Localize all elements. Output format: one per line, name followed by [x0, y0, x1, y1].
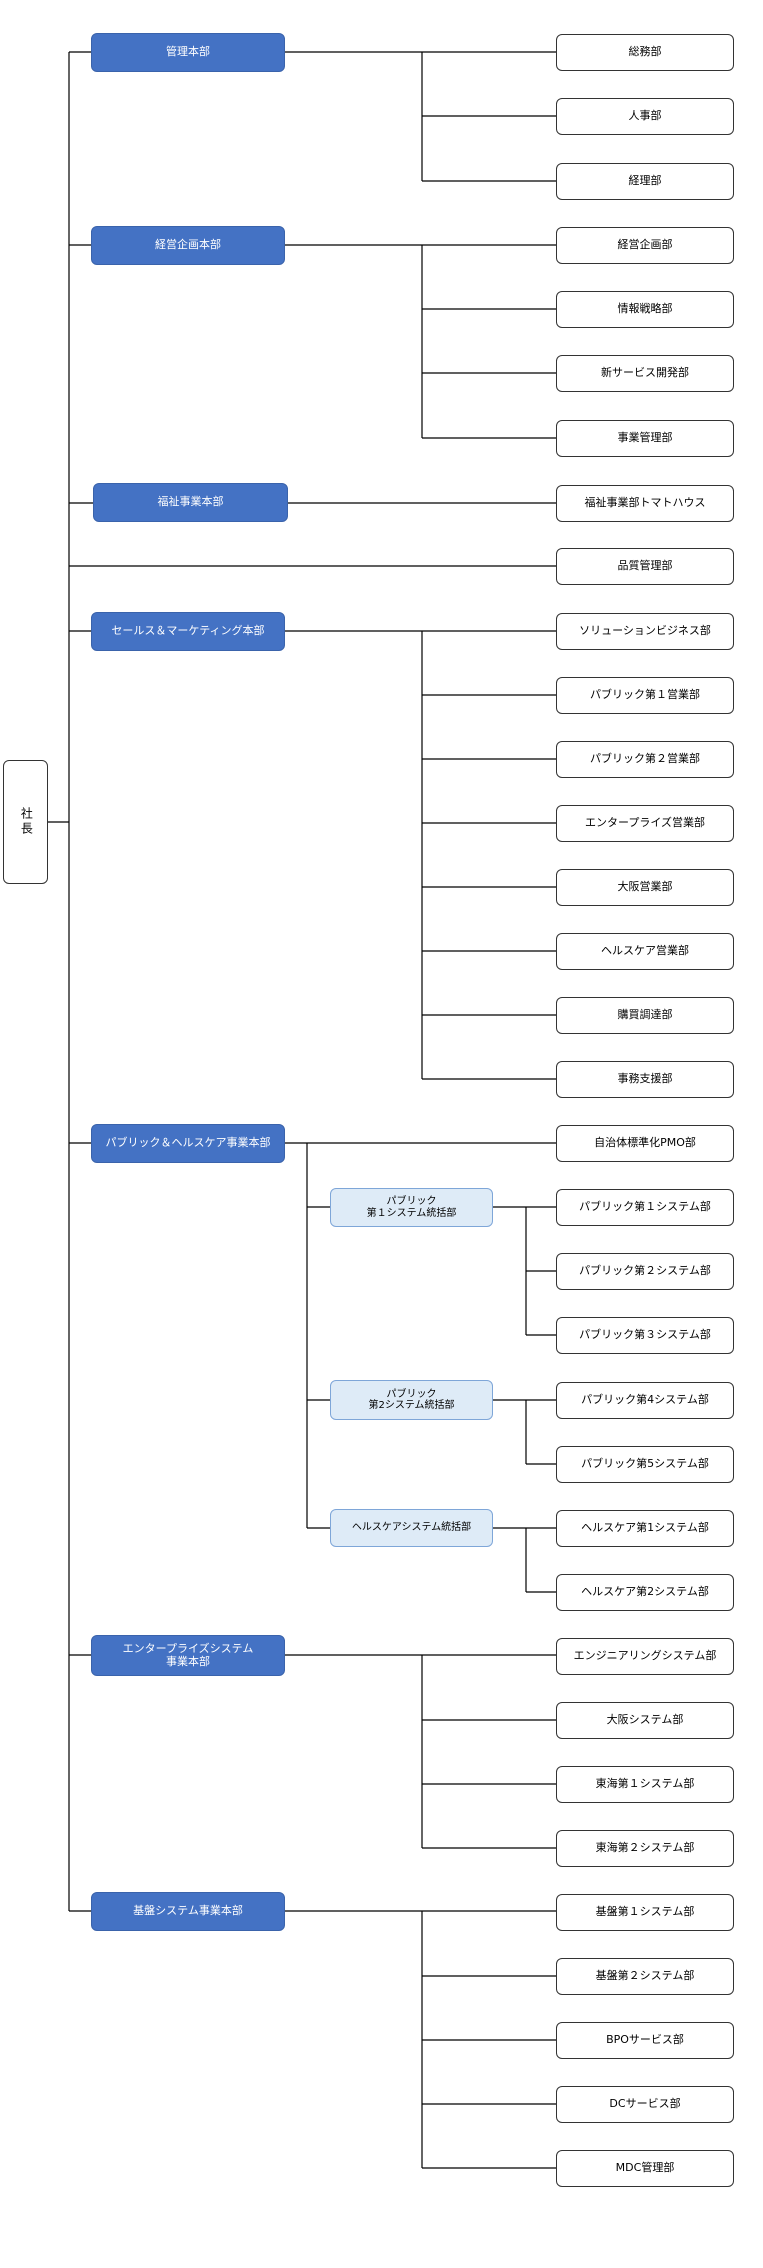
dept-box: パブリック第１システム部	[556, 1189, 734, 1226]
division-label: 基盤システム事業本部	[133, 1904, 243, 1918]
dept-box: DCサービス部	[556, 2086, 734, 2123]
dept-box: 福祉事業部トマトハウス	[556, 485, 734, 522]
dept-box: 大阪システム部	[556, 1702, 734, 1739]
dept-box: エンタープライズ営業部	[556, 805, 734, 842]
dept-label: ヘルスケア第1システム部	[581, 1521, 709, 1535]
dept-label: 事業管理部	[617, 431, 673, 445]
dept-label: パブリック第5システム部	[581, 1457, 709, 1471]
dept-label: 基盤第１システム部	[595, 1905, 695, 1919]
dept-label: 総務部	[628, 45, 662, 59]
dept-label: 情報戦略部	[617, 302, 673, 316]
dept-label: ソリューションビジネス部	[579, 624, 711, 638]
dept-label: エンタープライズ営業部	[584, 816, 705, 830]
dept-box: 総務部	[556, 34, 734, 71]
dept-label: 東海第２システム部	[595, 1841, 695, 1855]
dept-label: 福祉事業部トマトハウス	[584, 496, 706, 510]
dept-label: ヘルスケア営業部	[601, 944, 689, 958]
division-label: 管理本部	[166, 45, 210, 59]
dept-box: ヘルスケア第1システム部	[556, 1510, 734, 1547]
dept-label: パブリック第２システム部	[579, 1264, 711, 1278]
division-fukushi: 福祉事業本部	[93, 483, 288, 522]
division-kiban: 基盤システム事業本部	[91, 1892, 285, 1931]
dept-box: 人事部	[556, 98, 734, 135]
president-box: 社長	[3, 760, 48, 884]
division-keiei: 経営企画本部	[91, 226, 285, 265]
dept-label: 大阪システム部	[606, 1713, 684, 1727]
dept-box: パブリック第２システム部	[556, 1253, 734, 1290]
dept-box: エンジニアリングシステム部	[556, 1638, 734, 1675]
dept-box: パブリック第１営業部	[556, 677, 734, 714]
dept-label: 経理部	[628, 174, 662, 188]
dept-box: 東海第２システム部	[556, 1830, 734, 1867]
dept-box: 基盤第１システム部	[556, 1894, 734, 1931]
dept-box: 経営企画部	[556, 227, 734, 264]
group-public-1: パブリック 第１システム統括部	[330, 1188, 493, 1227]
dept-box: 事業管理部	[556, 420, 734, 457]
dept-label: 購買調達部	[617, 1008, 673, 1022]
dept-label: エンジニアリングシステム部	[573, 1649, 717, 1663]
division-enterprise: エンタープライズシステム 事業本部	[91, 1635, 285, 1676]
group-label: ヘルスケアシステム統括部	[351, 1522, 472, 1534]
group-public-2: パブリック 第2システム統括部	[330, 1380, 493, 1420]
dept-box: ソリューションビジネス部	[556, 613, 734, 650]
division-public-healthcare: パブリック＆ヘルスケア事業本部	[91, 1124, 285, 1163]
dept-box: 経理部	[556, 163, 734, 200]
dept-label: 大阪営業部	[617, 880, 673, 894]
dept-label: パブリック第２営業部	[590, 752, 700, 766]
dept-box: ヘルスケア営業部	[556, 933, 734, 970]
dept-label: BPOサービス部	[606, 2033, 684, 2047]
dept-box: BPOサービス部	[556, 2022, 734, 2059]
dept-box: 情報戦略部	[556, 291, 734, 328]
dept-box: パブリック第２営業部	[556, 741, 734, 778]
dept-box: 事務支援部	[556, 1061, 734, 1098]
dept-label: パブリック第３システム部	[579, 1328, 711, 1342]
dept-label: MDC管理部	[615, 2161, 675, 2175]
dept-box: 品質管理部	[556, 548, 734, 585]
dept-box: パブリック第4システム部	[556, 1382, 734, 1419]
dept-box: 新サービス開発部	[556, 355, 734, 392]
dept-box: 自治体標準化PMO部	[556, 1125, 734, 1162]
division-label: セールス＆マーケティング本部	[111, 624, 265, 638]
dept-label: 新サービス開発部	[601, 366, 689, 380]
dept-label: 経営企画部	[617, 238, 673, 252]
dept-box: ヘルスケア第2システム部	[556, 1574, 734, 1611]
president-label: 社長	[19, 807, 34, 837]
dept-label: ヘルスケア第2システム部	[581, 1585, 709, 1599]
group-label: パブリック 第2システム統括部	[368, 1388, 455, 1412]
dept-label: 品質管理部	[617, 559, 673, 573]
dept-box: MDC管理部	[556, 2150, 734, 2187]
dept-label: 自治体標準化PMO部	[594, 1136, 696, 1150]
dept-label: 東海第１システム部	[595, 1777, 695, 1791]
dept-box: 基盤第２システム部	[556, 1958, 734, 1995]
division-kanri: 管理本部	[91, 33, 285, 72]
division-label: エンタープライズシステム 事業本部	[122, 1641, 254, 1668]
dept-label: 事務支援部	[617, 1072, 673, 1086]
group-healthcare: ヘルスケアシステム統括部	[330, 1509, 493, 1547]
division-label: 福祉事業本部	[157, 495, 224, 509]
dept-label: 基盤第２システム部	[595, 1969, 695, 1983]
dept-box: 大阪営業部	[556, 869, 734, 906]
group-label: パブリック 第１システム統括部	[366, 1196, 457, 1219]
division-label: 経営企画本部	[155, 238, 221, 252]
dept-box: 東海第１システム部	[556, 1766, 734, 1803]
division-label: パブリック＆ヘルスケア事業本部	[105, 1136, 271, 1150]
dept-box: パブリック第３システム部	[556, 1317, 734, 1354]
dept-label: 人事部	[628, 109, 662, 123]
dept-box: パブリック第5システム部	[556, 1446, 734, 1483]
dept-label: パブリック第4システム部	[581, 1393, 709, 1407]
dept-box: 購買調達部	[556, 997, 734, 1034]
dept-label: パブリック第１システム部	[579, 1200, 711, 1214]
dept-label: DCサービス部	[609, 2097, 681, 2111]
dept-label: パブリック第１営業部	[590, 688, 700, 702]
division-sales: セールス＆マーケティング本部	[91, 612, 285, 651]
